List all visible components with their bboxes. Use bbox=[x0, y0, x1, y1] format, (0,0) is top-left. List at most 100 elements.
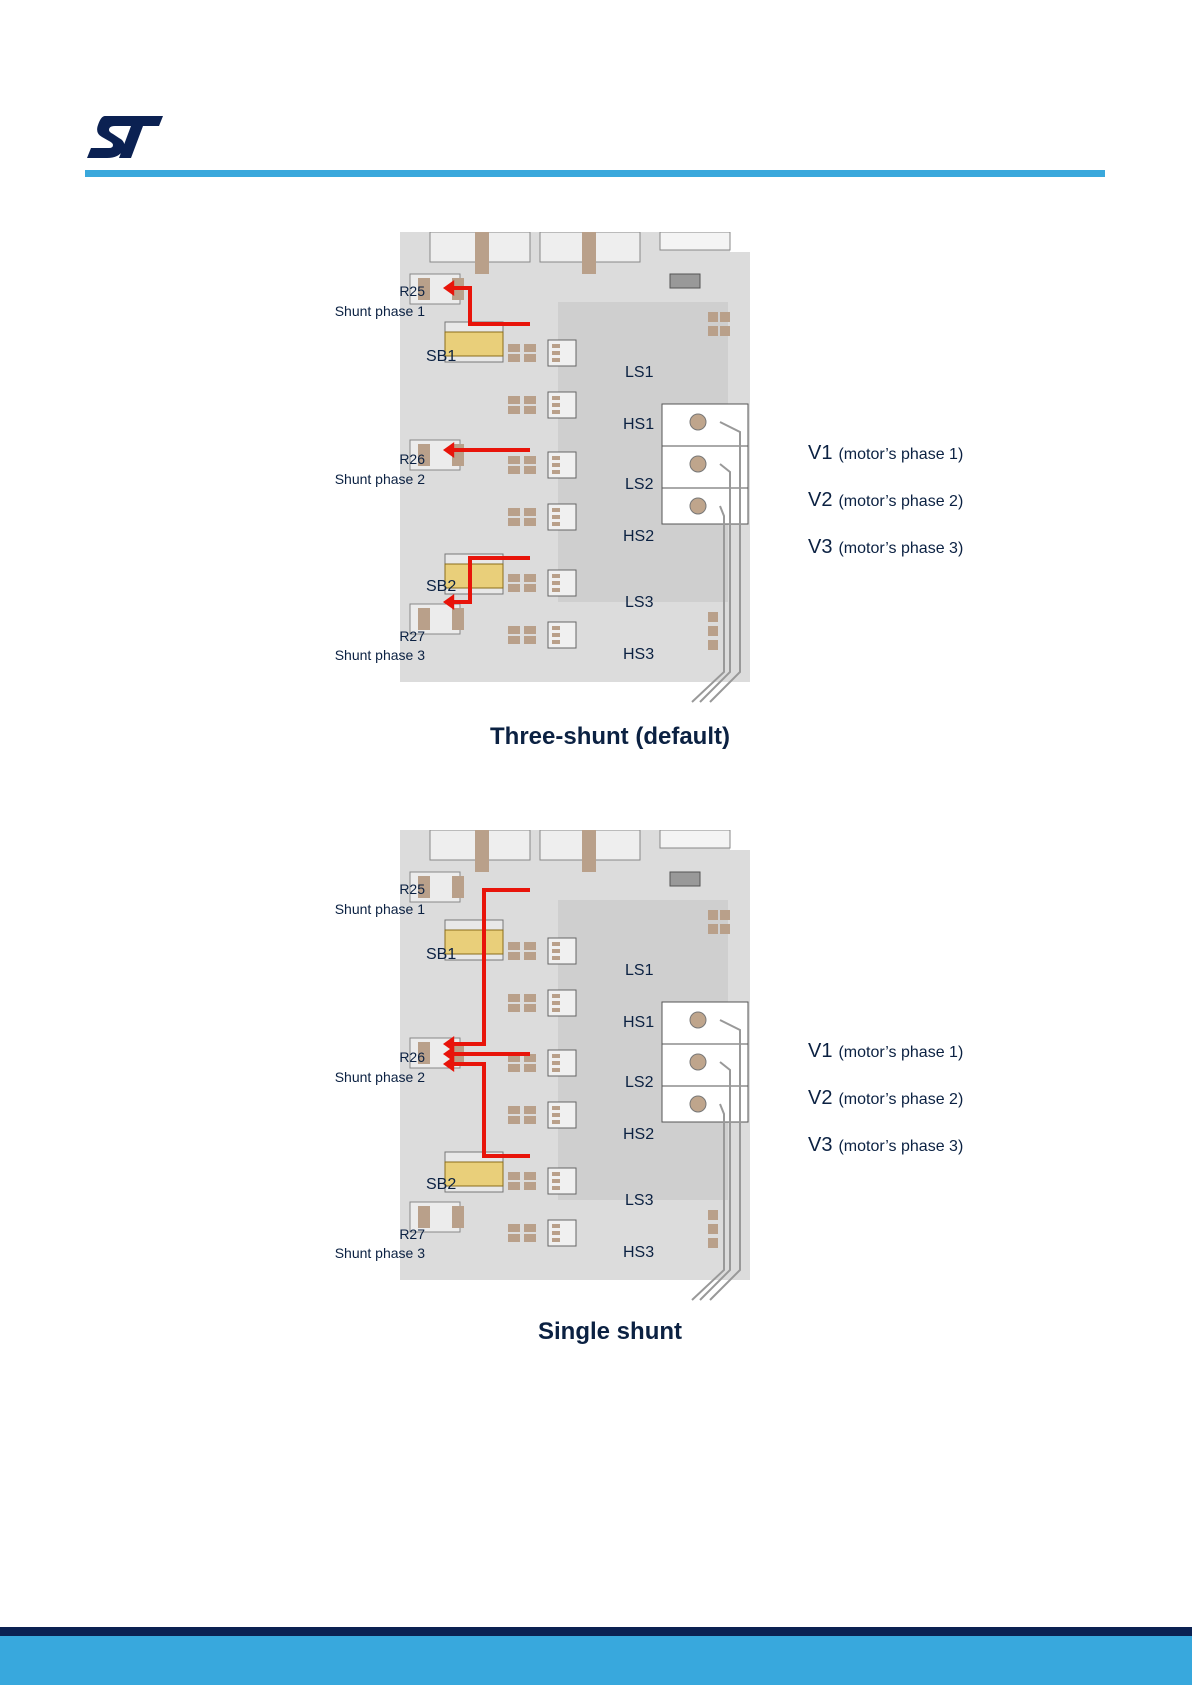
hs3-label: HS3 bbox=[623, 1244, 655, 1261]
v1-row: V1(motor’s phase 1) bbox=[808, 1040, 963, 1063]
gate-res-d-2 bbox=[524, 1004, 536, 1012]
mosfet-pin-3-0 bbox=[552, 1054, 560, 1058]
shunt-pad-left-2 bbox=[418, 1042, 430, 1064]
gate-res-c-1 bbox=[524, 942, 536, 950]
hs3-label: HS3 bbox=[623, 646, 655, 663]
mosfet-pin-2-2 bbox=[552, 1008, 560, 1012]
gate-res-a-4 bbox=[508, 508, 520, 516]
shunt-pad-left-3 bbox=[418, 1206, 430, 1228]
footer-dark-stripe bbox=[0, 1627, 1192, 1636]
v3-label: V3 bbox=[808, 1134, 833, 1156]
connector-top bbox=[659, 830, 731, 849]
gate-res-a-2 bbox=[508, 994, 520, 1002]
mosfet-pin-6-0 bbox=[552, 1224, 560, 1228]
capacitor-pad-2 bbox=[582, 232, 596, 274]
v1-row: V1(motor’s phase 1) bbox=[808, 442, 963, 465]
r25-sublabel: Shunt phase 1 bbox=[334, 303, 425, 319]
board-notch bbox=[730, 830, 750, 850]
component-top-right bbox=[669, 273, 701, 289]
phase-terminal-2 bbox=[689, 1053, 707, 1071]
ls1-label: LS1 bbox=[625, 962, 654, 979]
gate-res-d-5 bbox=[524, 1182, 536, 1190]
hs2-label: HS2 bbox=[623, 1126, 655, 1143]
shunt-pad-left-1 bbox=[418, 876, 430, 898]
mosfet-pin-6-0 bbox=[552, 626, 560, 630]
r25-sublabel: Shunt phase 1 bbox=[334, 901, 425, 917]
mosfet-pin-4-1 bbox=[552, 1113, 560, 1117]
gate-res-b-3 bbox=[508, 466, 520, 474]
sb2-label: SB2 bbox=[426, 1176, 457, 1193]
mosfet-pin-6-1 bbox=[552, 633, 560, 637]
shunt-pad-right-3 bbox=[452, 608, 464, 630]
gate-res-b-2 bbox=[508, 1004, 520, 1012]
current-path-phase1 bbox=[450, 888, 530, 1046]
gate-res-b-5 bbox=[508, 1182, 520, 1190]
mosfet-pin-3-0 bbox=[552, 456, 560, 460]
v3-desc: (motor’s phase 3) bbox=[838, 540, 964, 557]
passive-3 bbox=[720, 924, 730, 934]
gate-res-a-2 bbox=[508, 396, 520, 404]
mosfet-pin-3-1 bbox=[552, 463, 560, 467]
solder-bridge-jumper-1 bbox=[444, 331, 504, 357]
phase-terminal-3 bbox=[689, 1095, 707, 1113]
gate-res-a-5 bbox=[508, 1172, 520, 1180]
gate-res-c-5 bbox=[524, 1172, 536, 1180]
gate-res-d-6 bbox=[524, 636, 536, 644]
gate-res-c-6 bbox=[524, 626, 536, 634]
r27-label: R27 bbox=[399, 1226, 425, 1242]
gate-res-a-1 bbox=[508, 942, 520, 950]
r26-sublabel: Shunt phase 2 bbox=[334, 471, 425, 487]
gate-res-d-1 bbox=[524, 952, 536, 960]
passive-0 bbox=[708, 910, 718, 920]
mosfet-pin-5-2 bbox=[552, 588, 560, 592]
mosfet-pin-1-1 bbox=[552, 351, 560, 355]
gate-res-d-4 bbox=[524, 1116, 536, 1124]
passive-0 bbox=[708, 312, 718, 322]
gate-res-d-4 bbox=[524, 518, 536, 526]
passive-low-2 bbox=[708, 640, 718, 650]
sb1-label: SB1 bbox=[426, 348, 457, 365]
gate-res-d-2 bbox=[524, 406, 536, 414]
pcb-layout-three-shunt bbox=[400, 232, 750, 703]
gate-res-c-1 bbox=[524, 344, 536, 352]
gate-res-c-3 bbox=[524, 1054, 536, 1062]
mosfet-pin-4-0 bbox=[552, 1106, 560, 1110]
v1-desc: (motor’s phase 1) bbox=[838, 446, 964, 463]
phase-terminal-2 bbox=[689, 455, 707, 473]
gate-res-a-6 bbox=[508, 626, 520, 634]
phase-trace-2 bbox=[699, 1061, 731, 1301]
footer-blue-band bbox=[0, 1636, 1192, 1685]
mosfet-pin-3-2 bbox=[552, 470, 560, 474]
hs2-label: HS2 bbox=[623, 528, 655, 545]
shunt-pad-left-3 bbox=[418, 608, 430, 630]
shunt-pad-left-2 bbox=[418, 444, 430, 466]
ls2-label: LS2 bbox=[625, 476, 654, 493]
pcb-layout-single-shunt bbox=[400, 830, 750, 1301]
v2-desc: (motor’s phase 2) bbox=[838, 493, 964, 510]
r26-label: R26 bbox=[399, 451, 425, 467]
mosfet-pin-1-2 bbox=[552, 956, 560, 960]
mosfet-pin-2-0 bbox=[552, 994, 560, 998]
phase-trace-3 bbox=[691, 1103, 725, 1301]
gate-res-c-6 bbox=[524, 1224, 536, 1232]
capacitor-pad-2 bbox=[582, 830, 596, 872]
phase-trace-1 bbox=[709, 1019, 741, 1301]
r26-label: R26 bbox=[399, 1049, 425, 1065]
phase-terminal-3 bbox=[689, 497, 707, 515]
r25-label: R25 bbox=[399, 283, 425, 299]
mosfet-pin-3-1 bbox=[552, 1061, 560, 1065]
hs1-label: HS1 bbox=[623, 416, 655, 433]
hs1-label: HS1 bbox=[623, 1014, 655, 1031]
passive-low-0 bbox=[708, 1210, 718, 1220]
ls2-label: LS2 bbox=[625, 1074, 654, 1091]
gate-res-a-1 bbox=[508, 344, 520, 352]
phase-trace-3 bbox=[691, 505, 725, 703]
mosfet-pin-1-2 bbox=[552, 358, 560, 362]
current-path-phase3 bbox=[450, 1062, 530, 1158]
v2-label: V2 bbox=[808, 489, 833, 511]
v3-row: V3(motor’s phase 3) bbox=[808, 1134, 963, 1157]
arrowhead-phase3 bbox=[443, 1056, 455, 1072]
ls1-label: LS1 bbox=[625, 364, 654, 381]
gate-res-d-3 bbox=[524, 466, 536, 474]
mosfet-pin-5-0 bbox=[552, 1172, 560, 1176]
